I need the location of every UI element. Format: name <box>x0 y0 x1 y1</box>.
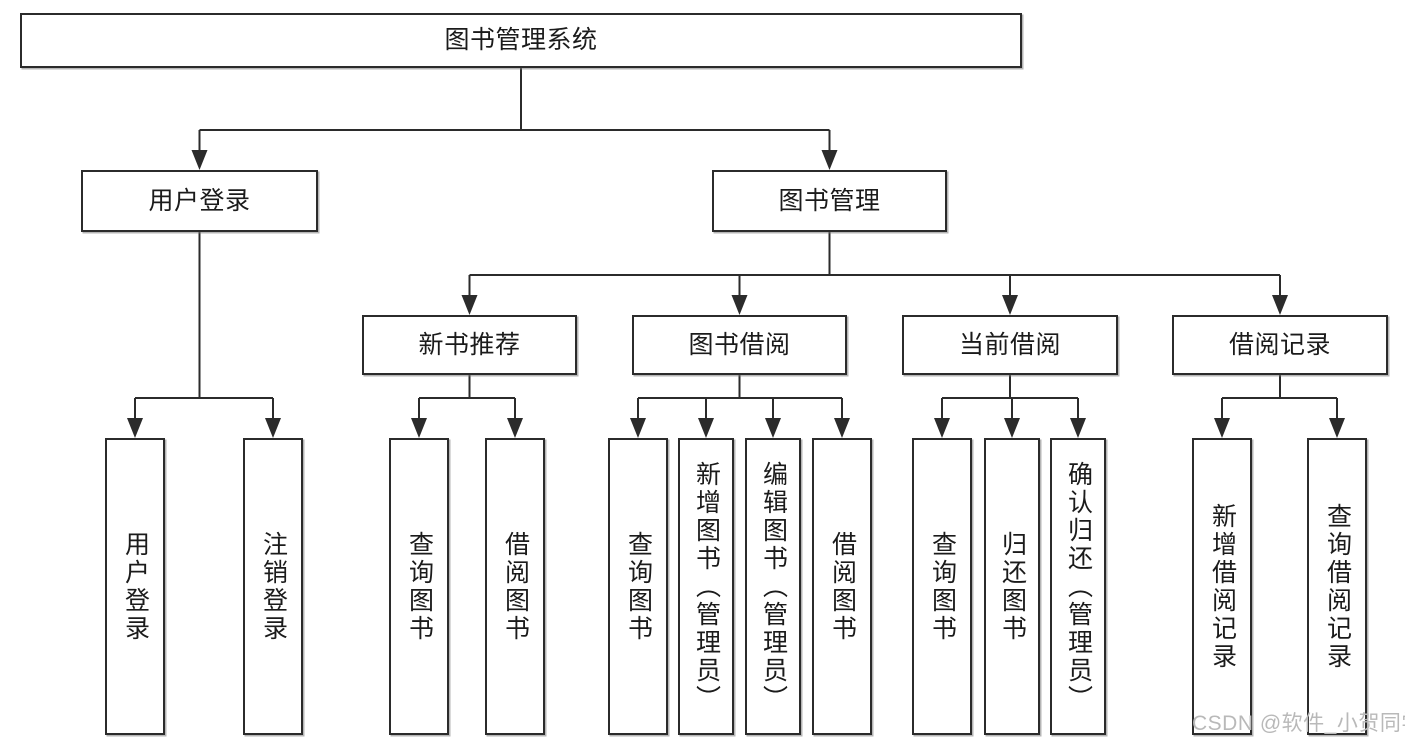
node-book-borrow[interactable]: 图书借阅 <box>632 315 847 375</box>
arrowhead-book-manage-1 <box>731 295 748 315</box>
node-label-leaf-cur-return: 归还图书 <box>998 530 1027 643</box>
node-label-user-login: 用户登录 <box>148 186 251 215</box>
node-book-manage[interactable]: 图书管理 <box>712 170 947 232</box>
node-new-book-rec[interactable]: 新书推荐 <box>362 315 577 375</box>
node-leaf-rec-query2[interactable]: 查询借阅记录 <box>1307 438 1367 735</box>
node-leaf-borrow-do[interactable]: 借阅图书 <box>812 438 872 735</box>
node-user-login[interactable]: 用户登录 <box>81 170 318 232</box>
watermark-label: CSDN @软件_小贺同学 <box>1192 712 1405 735</box>
node-label-leaf-borrow-edit: 编辑图书（管理员） <box>759 460 788 713</box>
arrowhead-book-manage-3 <box>1272 295 1288 315</box>
node-label-book-manage: 图书管理 <box>778 186 881 215</box>
arrowhead-new-book-rec-0 <box>411 418 427 438</box>
arrowhead-borrow-record-1 <box>1329 418 1345 438</box>
arrowhead-current-borrow-1 <box>1004 418 1020 438</box>
arrowhead-book-borrow-0 <box>630 418 646 438</box>
node-borrow-record[interactable]: 借阅记录 <box>1172 315 1388 375</box>
node-label-borrow-record: 借阅记录 <box>1228 330 1331 359</box>
node-current-borrow[interactable]: 当前借阅 <box>902 315 1118 375</box>
node-label-leaf-borrow-do: 借阅图书 <box>828 530 857 643</box>
node-label-leaf-user-login: 用户登录 <box>121 530 150 643</box>
arrowhead-book-borrow-3 <box>834 418 850 438</box>
arrowhead-book-manage-2 <box>1002 295 1018 315</box>
node-leaf-cur-return[interactable]: 归还图书 <box>984 438 1040 735</box>
node-label-book-borrow: 图书借阅 <box>688 330 791 359</box>
node-label-leaf-borrow-add: 新增图书（管理员） <box>692 460 721 713</box>
arrowhead-new-book-rec-1 <box>507 418 523 438</box>
node-root[interactable]: 图书管理系统 <box>20 13 1022 68</box>
node-label-leaf-rec-borrow: 借阅图书 <box>501 530 530 643</box>
node-leaf-user-login[interactable]: 用户登录 <box>105 438 165 735</box>
node-label-leaf-borrow-query: 查询图书 <box>624 530 653 643</box>
arrowhead-book-manage-0 <box>461 295 478 315</box>
node-label-leaf-rec-query: 查询图书 <box>405 530 434 643</box>
node-leaf-borrow-edit[interactable]: 编辑图书（管理员） <box>745 438 801 735</box>
node-leaf-rec-add[interactable]: 新增借阅记录 <box>1192 438 1252 735</box>
arrowhead-user-login-1 <box>265 418 281 438</box>
node-label-leaf-rec-query2: 查询借阅记录 <box>1323 502 1352 671</box>
arrowhead-borrow-record-0 <box>1214 418 1230 438</box>
arrowhead-user-login-0 <box>127 418 143 438</box>
arrowhead-root-0 <box>191 150 208 170</box>
arrowhead-book-borrow-2 <box>765 418 781 438</box>
node-label-leaf-cur-confirm: 确认归还（管理员） <box>1064 460 1093 713</box>
node-label-current-borrow: 当前借阅 <box>958 330 1061 359</box>
arrowhead-book-borrow-1 <box>698 418 714 438</box>
arrowhead-current-borrow-2 <box>1070 418 1086 438</box>
node-leaf-rec-borrow[interactable]: 借阅图书 <box>485 438 545 735</box>
node-label-leaf-rec-add: 新增借阅记录 <box>1208 502 1237 671</box>
node-label-new-book-rec: 新书推荐 <box>418 330 521 359</box>
node-leaf-cur-confirm[interactable]: 确认归还（管理员） <box>1050 438 1106 735</box>
node-leaf-borrow-query[interactable]: 查询图书 <box>608 438 668 735</box>
node-label-leaf-user-logout: 注销登录 <box>259 530 288 643</box>
node-label-root: 图书管理系统 <box>444 26 598 54</box>
arrowhead-root-1 <box>821 150 838 170</box>
node-leaf-cur-query[interactable]: 查询图书 <box>912 438 972 735</box>
node-leaf-user-logout[interactable]: 注销登录 <box>243 438 303 735</box>
node-leaf-rec-query[interactable]: 查询图书 <box>389 438 449 735</box>
arrowhead-current-borrow-0 <box>934 418 950 438</box>
node-leaf-borrow-add[interactable]: 新增图书（管理员） <box>678 438 734 735</box>
node-label-leaf-cur-query: 查询图书 <box>928 530 957 643</box>
